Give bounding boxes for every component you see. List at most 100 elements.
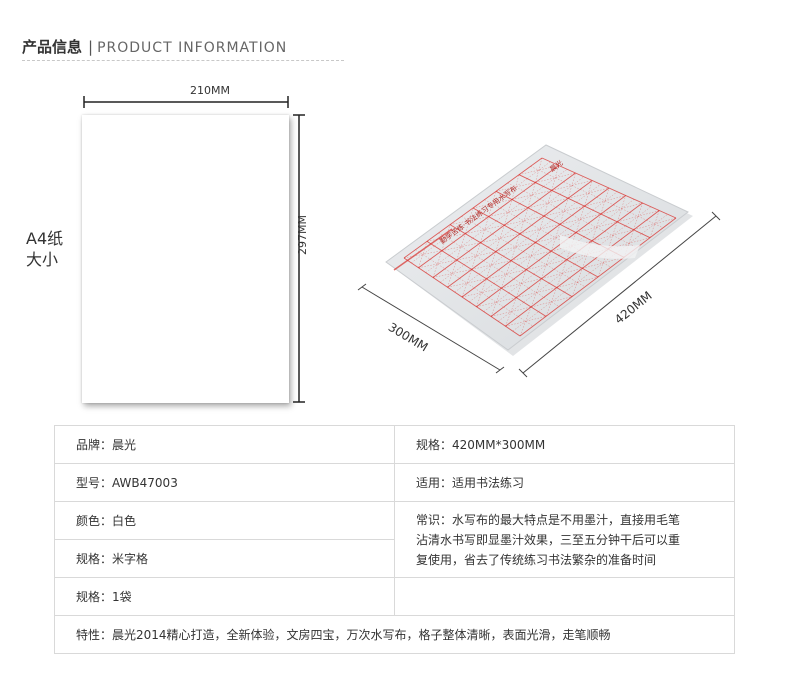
table-row: 颜色：白色 常识：水写布的最大特点是不用墨汁，直接用毛笔 沾清水书写即显墨汁效果… <box>54 501 735 578</box>
table-row: 规格：1袋 <box>54 577 735 616</box>
water-writing-cloth-image: 勤学苦练·书法练习专用水写布 晨光 <box>357 144 721 378</box>
section-title-en: PRODUCT INFORMATION <box>97 40 288 56</box>
spec-feature: 特性：晨光2014精心打造，全新体验，文房四宝，万次水写布，格子整体清晰，表面光… <box>54 615 735 654</box>
grid-line <box>543 228 569 248</box>
grid-line <box>535 232 577 243</box>
a4-width-label: 210MM <box>190 84 230 97</box>
grid-line <box>504 215 545 226</box>
grid-line <box>646 219 664 229</box>
spec-model: 型号：AWB47003 <box>54 463 395 502</box>
grid-line <box>518 246 544 266</box>
grid-line <box>511 190 552 200</box>
spec-knowledge-line2: 沾清水书写即显墨汁效果，三至五分钟干后可以重 <box>416 532 681 547</box>
grid-line <box>518 165 559 175</box>
grid-line <box>546 173 564 182</box>
cloth-long-dim-line <box>522 215 717 374</box>
product-spec-table: 品牌：晨光 规格：420MM*300MM 型号：AWB47003 适用：适用书法… <box>54 425 735 654</box>
grid-line <box>564 272 591 293</box>
grid-line <box>476 297 517 307</box>
spec-grid-type: 规格：米字格 <box>54 539 395 578</box>
grid-line <box>551 180 593 191</box>
spec-color: 颜色：白色 <box>54 501 395 540</box>
grid-line <box>548 263 575 284</box>
grid-line <box>543 169 568 187</box>
grid-line <box>510 250 552 261</box>
a4-caption: A4纸 大小 <box>26 228 63 270</box>
spec-usage: 适用：适用书法练习 <box>394 463 735 502</box>
grid-line <box>440 264 465 283</box>
grid-line <box>432 269 472 278</box>
grid-line <box>527 220 553 239</box>
grid-line <box>508 273 535 294</box>
grid-line <box>501 260 512 289</box>
spec-empty-cell <box>394 577 735 616</box>
grid-line <box>503 237 528 257</box>
grid-line <box>480 233 520 243</box>
cloth-dimension-lines <box>357 211 721 378</box>
grid-line <box>526 259 567 270</box>
grid-line <box>487 229 513 248</box>
grid-line <box>559 176 585 195</box>
table-row: 品牌：晨光 规格：420MM*300MM <box>54 425 735 464</box>
grid-line <box>512 311 539 332</box>
grid-line <box>498 302 524 322</box>
grid-line <box>441 242 481 251</box>
grid-line <box>495 242 536 252</box>
grid-line <box>403 250 442 259</box>
grid-line <box>461 287 502 298</box>
grid-line <box>596 196 614 205</box>
header-divider <box>22 60 344 61</box>
grid-line <box>590 253 617 273</box>
a4-height-label: 297MM <box>296 215 309 255</box>
spec-size: 规格：420MM*300MM <box>394 425 735 464</box>
grid-line <box>488 207 529 217</box>
cloth-surface <box>385 144 689 351</box>
a4-width-dimension-line <box>83 96 289 108</box>
grid-line <box>535 194 561 213</box>
a4-caption-line2: 大小 <box>26 250 59 269</box>
grid-line <box>629 212 647 221</box>
grid-line <box>588 223 605 232</box>
spec-knowledge: 常识：水写布的最大特点是不用墨汁，直接用毛笔 沾清水书写即显墨汁效果，三至五分钟… <box>394 501 735 578</box>
grid-line <box>572 215 589 224</box>
grid-line <box>464 246 489 265</box>
grid-line <box>580 189 597 198</box>
grid-line <box>471 260 512 270</box>
grid-line <box>476 278 487 307</box>
grid-line <box>454 273 480 293</box>
grid-line <box>425 255 450 273</box>
grid-line <box>539 198 557 208</box>
grid-line <box>496 203 521 222</box>
grid-line <box>535 172 576 183</box>
grid-line <box>505 316 547 327</box>
grid-line <box>449 237 474 256</box>
grid-line <box>490 306 532 317</box>
grid-line <box>478 255 504 275</box>
table-row: 特性：晨光2014精心打造，全新体验，文房四宝，万次水写布，格子整体清晰，表面光… <box>54 615 735 654</box>
grid-line <box>507 182 524 192</box>
grid-line <box>456 251 496 261</box>
grid-line <box>516 269 527 298</box>
grid-line <box>523 190 540 200</box>
cloth-bottom-mark <box>393 228 453 271</box>
grid-line <box>511 211 537 230</box>
table-row: 型号：AWB47003 适用：适用书法练习 <box>54 463 735 502</box>
title-separator: | <box>88 38 94 56</box>
grid-line <box>556 259 567 288</box>
a4-height-dimension-line <box>293 114 305 403</box>
a4-paper-sheet <box>82 115 289 403</box>
grid-line <box>447 278 487 288</box>
spec-knowledge-line3: 复使用，省去了传统练习书法繁杂的准备时间 <box>416 552 657 567</box>
grid-line <box>465 207 474 234</box>
grid-line <box>504 199 513 226</box>
spec-knowledge-line1: 常识：水写布的最大特点是不用墨汁，直接用毛笔 <box>416 512 681 527</box>
grid-line <box>538 291 565 312</box>
section-title-cn: 产品信息 <box>22 38 83 56</box>
grid-line <box>623 229 634 258</box>
cloth-curl <box>560 235 640 259</box>
grid-line <box>449 216 489 225</box>
grid-line <box>418 259 457 268</box>
grid-line <box>527 198 569 209</box>
grid-line <box>493 264 519 284</box>
grid-line <box>472 199 513 209</box>
